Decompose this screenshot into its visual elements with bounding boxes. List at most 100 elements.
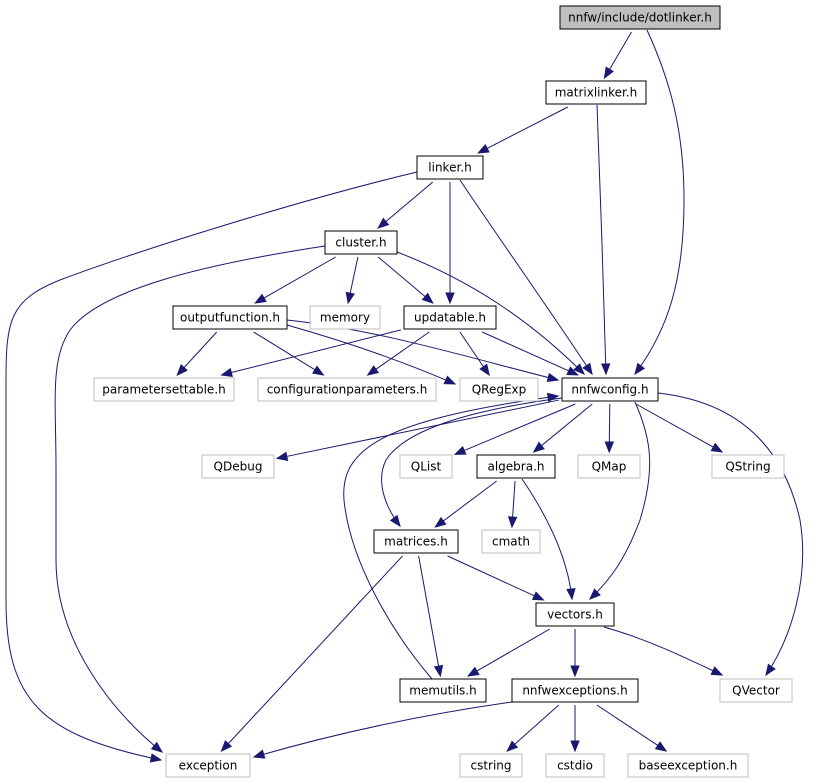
node-outputfunction[interactable]: outputfunction.h (172, 305, 288, 330)
edge-line (343, 395, 559, 680)
edge-arrowhead (421, 292, 434, 304)
edge-arrowhead (477, 143, 490, 154)
node-box (165, 753, 251, 778)
edge-arrowhead (570, 740, 580, 753)
edge-outputfunction-to-qregexp (286, 324, 457, 385)
node-algebra[interactable]: algebra.h (476, 454, 556, 479)
edge-algebra-to-vectors (521, 478, 576, 601)
edge-nnfwexceptions-to-exception (252, 701, 513, 759)
edge-line (596, 104, 607, 375)
edge-nnfwconfig-to-algebra (532, 403, 593, 453)
node-box (201, 454, 275, 479)
node-memutils[interactable]: memutils.h (399, 678, 487, 703)
edge-arrowhead (603, 66, 614, 80)
node-memory: memory (309, 305, 381, 330)
edge-line (384, 181, 434, 224)
node-dotlinker[interactable]: nnfw/include/dotlinker.h (559, 5, 721, 30)
edge-line (603, 626, 723, 676)
node-box (561, 377, 659, 402)
node-label: cstdio (557, 759, 593, 773)
node-baseexception: baseexception.h (627, 753, 749, 778)
edge-line (521, 478, 573, 600)
edge-line (229, 329, 402, 374)
edge-arrowhead (445, 292, 455, 305)
node-box (459, 753, 523, 778)
node-box (93, 377, 235, 402)
edge-arrowhead (532, 441, 545, 453)
edge-arrowhead (220, 740, 233, 752)
node-vectors[interactable]: vectors.h (535, 602, 615, 627)
node-matrixlinker[interactable]: matrixlinker.h (545, 80, 647, 105)
edge-arrowhead (389, 514, 401, 528)
edge-line (459, 331, 486, 369)
edge-line (377, 256, 427, 299)
edge-arrowhead (377, 217, 390, 229)
edge-line (253, 331, 317, 372)
nodes-layer: nnfw/include/dotlinker.h matrixlinker.h li… (93, 5, 793, 778)
edge-line (253, 701, 513, 758)
edge-arrowhead (710, 666, 724, 676)
edge-line (381, 397, 563, 527)
edge-arrowhead (443, 375, 457, 385)
node-matrices[interactable]: matrices.h (373, 529, 459, 554)
node-box (476, 454, 556, 479)
edge-arrowhead (220, 367, 233, 378)
node-box (577, 454, 641, 479)
node-label: matrices.h (384, 535, 448, 549)
node-box (309, 305, 381, 330)
node-box (416, 155, 484, 180)
node-label: nnfwexceptions.h (522, 684, 627, 698)
edge-arrowhead (506, 740, 519, 752)
node-cmath: cmath (481, 529, 541, 554)
edge-arrowhead (254, 293, 267, 304)
node-box (172, 305, 288, 330)
node-label: nnfw/include/dotlinker.h (568, 11, 712, 25)
node-linker[interactable]: linker.h (416, 155, 484, 180)
node-label: memory (320, 311, 370, 325)
edge-nnfwexceptions-to-cstring (506, 704, 560, 752)
node-label: exception (179, 759, 238, 773)
edge-line (54, 245, 326, 753)
node-label: matrixlinker.h (555, 86, 638, 100)
edge-nnfwconfig-to-matrices (381, 397, 563, 528)
node-updatable[interactable]: updatable.h (403, 305, 497, 330)
edge-arrowhead (546, 392, 560, 403)
edge-outputfunction-to-configurationparameters (253, 331, 325, 376)
edge-dotlinker-to-nnfwconfig (634, 29, 685, 376)
node-label: configurationparameters.h (267, 383, 428, 397)
node-box (403, 305, 497, 330)
node-nnfwexceptions[interactable]: nnfwexceptions.h (511, 678, 639, 703)
edge-arrowhead (149, 753, 163, 763)
edge-updatable-to-qregexp (459, 331, 490, 377)
edge-matrices-to-exception (220, 555, 403, 752)
node-label: updatable.h (414, 311, 486, 325)
node-label: QList (411, 460, 442, 474)
edge-line (485, 106, 569, 150)
node-box (719, 678, 793, 703)
node-box (373, 529, 459, 554)
edge-arrowhead (312, 365, 325, 376)
edge-updatable-to-nnfwconfig (482, 331, 580, 376)
edge-linker-to-updatable (445, 182, 455, 305)
node-nnfwconfig[interactable]: nnfwconfig.h (561, 377, 659, 402)
edge-line (635, 403, 716, 449)
edge-arrowhead (601, 363, 611, 376)
node-label: vectors.h (547, 608, 603, 622)
node-parametersettable: parametersettable.h (93, 377, 235, 402)
node-box (481, 529, 541, 554)
edge-line (512, 480, 516, 520)
node-label: QString (725, 460, 770, 474)
edge-line (482, 331, 571, 373)
edge-linker-to-exception (5, 171, 418, 763)
node-label: QMap (592, 460, 627, 474)
edge-linker-to-nnfwconfig (459, 179, 593, 376)
edge-arrowhead (710, 442, 724, 453)
edge-dotlinker-to-matrixlinker (603, 31, 632, 80)
node-cluster[interactable]: cluster.h (324, 230, 398, 255)
node-label: algebra.h (487, 460, 544, 474)
node-box (559, 5, 721, 30)
edge-arrowhead (275, 451, 289, 461)
edge-line (286, 324, 456, 385)
node-label: linker.h (428, 161, 471, 175)
edge-nnfwconfig-to-vectors (589, 401, 651, 600)
